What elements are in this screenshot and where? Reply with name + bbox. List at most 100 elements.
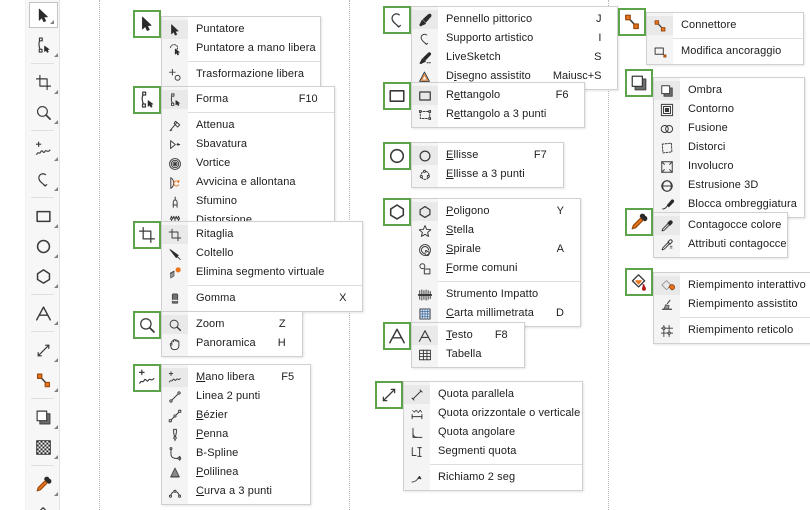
polygon-tool[interactable]	[26, 261, 61, 291]
flyout-anchor-connector[interactable]	[618, 8, 646, 36]
flyout-arrow-icon[interactable]	[54, 425, 58, 429]
menu-item[interactable]: Linea 2 punti	[162, 387, 310, 406]
menu-item[interactable]: Vortice	[162, 154, 334, 173]
menu-item[interactable]: Segmenti quota	[404, 442, 582, 461]
text-tool[interactable]	[26, 298, 61, 328]
menu-item[interactable]: Richiamo 2 seg	[404, 468, 582, 487]
menu-item[interactable]: Elimina segmento virtuale	[162, 263, 362, 282]
flyout-anchor-fill[interactable]	[625, 268, 653, 296]
flyout-arrow-icon[interactable]	[50, 20, 54, 24]
menu-item[interactable]: Strumento Impatto	[412, 285, 580, 304]
rectangle-tool[interactable]	[26, 201, 61, 231]
menu-item[interactable]: Sfumino	[162, 192, 334, 211]
menu-item[interactable]: Contagocce colore	[654, 216, 787, 235]
menu-item[interactable]: Involucro	[654, 157, 804, 176]
flyout-anchor-eyedropper[interactable]	[625, 208, 653, 236]
menu-item[interactable]: Avvicina e allontana	[162, 173, 334, 192]
menu-item[interactable]: Tabella	[412, 345, 524, 364]
transparency-tool[interactable]	[26, 432, 61, 462]
menu-item[interactable]: Ellisse a 3 punti	[412, 165, 563, 184]
menu-item[interactable]: Ombra	[654, 81, 804, 100]
flyout-anchor-dimension[interactable]	[375, 381, 403, 409]
menu-item[interactable]: Trasformazione libera	[162, 65, 320, 84]
menu-item[interactable]: Riempimento interattivoG	[654, 276, 810, 295]
menu-item[interactable]: Puntatore	[162, 20, 320, 39]
flyout-anchor-pick[interactable]	[133, 10, 161, 38]
flyout-anchor-polygon[interactable]	[383, 198, 411, 226]
menu-item[interactable]: Polilinea	[162, 463, 310, 482]
eyedropper-tool[interactable]	[26, 469, 61, 499]
menu-item[interactable]: Modifica ancoraggio	[647, 42, 803, 61]
flyout-arrow-icon[interactable]	[54, 187, 58, 191]
menu-item[interactable]: Fusione	[654, 119, 804, 138]
shape-tool[interactable]	[26, 30, 61, 60]
menu-item[interactable]: Quota parallela	[404, 385, 582, 404]
flyout-arrow-icon[interactable]	[54, 388, 58, 392]
menu-item[interactable]: Riempimento assistito	[654, 295, 810, 314]
flyout-arrow-icon[interactable]	[54, 321, 58, 325]
flyout-anchor-curve[interactable]	[133, 364, 161, 392]
menu-item[interactable]: Bézier	[162, 406, 310, 425]
menu-item[interactable]: Forme comuni	[412, 259, 580, 278]
freehand-tool[interactable]	[26, 134, 61, 164]
flyout-arrow-icon[interactable]	[54, 157, 58, 161]
menu-item[interactable]: Rettangolo a 3 punti	[412, 105, 584, 124]
pick-tool[interactable]	[29, 2, 58, 28]
flyout-anchor-effects[interactable]	[625, 69, 653, 97]
dimension-tool[interactable]	[26, 335, 61, 365]
menu-item[interactable]: Contorno	[654, 100, 804, 119]
menu-item[interactable]: Curva a 3 punti	[162, 482, 310, 501]
flyout-arrow-icon[interactable]	[54, 120, 58, 124]
flyout-arrow-icon[interactable]	[54, 90, 58, 94]
menu-item[interactable]: Attributi contagocce	[654, 235, 787, 254]
menu-item[interactable]: Sbavatura	[162, 135, 334, 154]
ellipse-tool[interactable]	[26, 231, 61, 261]
menu-item[interactable]: Quota angolare	[404, 423, 582, 442]
menu-item[interactable]: Riempimento reticoloM	[654, 321, 810, 340]
flyout-anchor-rectangle[interactable]	[383, 82, 411, 110]
menu-item[interactable]: Blocca ombreggiatura	[654, 195, 804, 214]
artistic-media-tool[interactable]	[26, 164, 61, 194]
flyout-arrow-icon[interactable]	[54, 53, 58, 57]
menu-item[interactable]: Puntatore a mano libera	[162, 39, 320, 58]
flyout-arrow-icon[interactable]	[54, 254, 58, 258]
menu-item[interactable]: Distorci	[654, 138, 804, 157]
crop-tool[interactable]	[26, 67, 61, 97]
flyout-anchor-zoom[interactable]	[133, 311, 161, 339]
flyout-arrow-icon[interactable]	[54, 492, 58, 496]
fill-tool[interactable]	[26, 499, 61, 510]
menu-item[interactable]: Estrusione 3D	[654, 176, 804, 195]
shadow-tool[interactable]	[26, 402, 61, 432]
zoom-tool[interactable]	[26, 97, 61, 127]
menu-item[interactable]: B-Spline	[162, 444, 310, 463]
menu-item[interactable]: Ritaglia	[162, 225, 362, 244]
connector-tool[interactable]	[26, 365, 61, 395]
menu-item[interactable]: Coltello	[162, 244, 362, 263]
menu-item[interactable]: Attenua	[162, 116, 334, 135]
